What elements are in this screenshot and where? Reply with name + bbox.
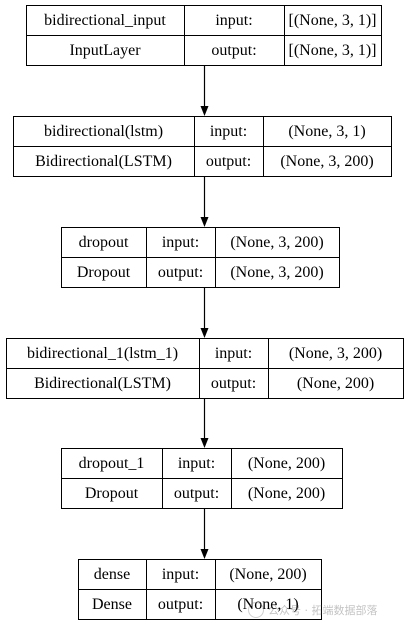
output-shape: (None, 3, 200) (230, 264, 323, 281)
edges-layer (200, 66, 209, 559)
arrowhead-icon (200, 328, 209, 338)
input-shape: (None, 3, 200) (289, 345, 382, 362)
layer-type: Bidirectional(LSTM) (34, 375, 171, 392)
output-shape: (None, 200) (248, 485, 325, 502)
watermark: 公众号 · 拓端数据部落 (248, 598, 403, 622)
layer-node: bidirectional_1(lstm_1) Bidirectional(LST… (6, 338, 404, 399)
output-label: output: (158, 264, 203, 281)
arrowhead-icon (200, 106, 209, 116)
layer-name: bidirectional(lstm) (44, 123, 163, 140)
layer-node: bidirectional(lstm) Bidirectional(LSTM) in… (13, 116, 392, 177)
output-label: output: (211, 42, 256, 59)
layer-name: dropout (79, 234, 129, 251)
wechat-icon (248, 602, 264, 618)
arrowhead-icon (200, 438, 209, 448)
arrowhead-icon (200, 217, 209, 227)
watermark-text: 公众号 · 拓端数据部落 (268, 604, 378, 617)
input-label: input: (215, 12, 252, 29)
output-shape: (None, 3, 200) (280, 153, 373, 170)
edge-arrow (200, 509, 209, 559)
edge-arrow (200, 177, 209, 227)
input-shape: (None, 3, 1) (288, 123, 365, 140)
arrowhead-icon (200, 549, 209, 559)
layer-type: Dense (92, 596, 132, 613)
output-label: output: (211, 375, 256, 392)
input-shape: (None, 200) (248, 455, 325, 472)
layer-name: bidirectional_input (44, 12, 166, 29)
input-shape: (None, 3, 200) (230, 234, 323, 251)
layer-type: Dropout (85, 485, 139, 502)
layer-type: InputLayer (69, 42, 141, 59)
output-label: output: (206, 153, 251, 170)
output-shape: [(None, 3, 1)] (289, 42, 377, 59)
layer-type: Dropout (77, 264, 131, 281)
input-label: input: (210, 123, 247, 140)
edge-arrow (200, 66, 209, 116)
layer-type: Bidirectional(LSTM) (35, 153, 172, 170)
input-label: input: (215, 345, 252, 362)
input-label: input: (178, 455, 215, 472)
input-shape: [(None, 3, 1)] (289, 12, 377, 29)
input-shape: (None, 200) (229, 566, 306, 583)
edge-arrow (200, 399, 209, 448)
output-label: output: (174, 485, 219, 502)
layer-name: dropout_1 (79, 455, 145, 472)
input-label: input: (162, 234, 199, 251)
layer-name: bidirectional_1(lstm_1) (27, 345, 178, 362)
output-label: output: (158, 596, 203, 613)
output-shape: (None, 200) (297, 375, 374, 392)
edge-arrow (200, 288, 209, 338)
layer-name: dense (94, 566, 130, 583)
input-label: input: (162, 566, 199, 583)
